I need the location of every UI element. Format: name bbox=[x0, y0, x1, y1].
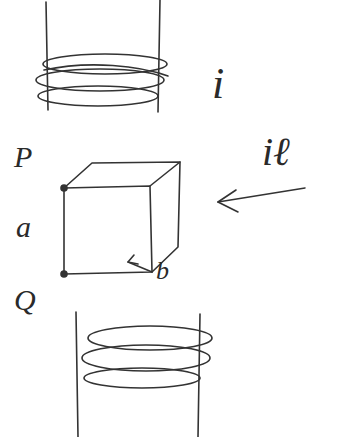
coil-top bbox=[36, 0, 168, 112]
sketch-label: Q bbox=[14, 285, 36, 315]
sketch-label: i bbox=[212, 62, 224, 106]
sketch-label: iℓ bbox=[262, 132, 290, 172]
sketch-label: b bbox=[156, 258, 169, 284]
current-arrow bbox=[218, 188, 305, 212]
sketch-label: P bbox=[14, 142, 32, 172]
coil-bottom bbox=[76, 312, 212, 437]
sketch-label: a bbox=[16, 212, 31, 242]
